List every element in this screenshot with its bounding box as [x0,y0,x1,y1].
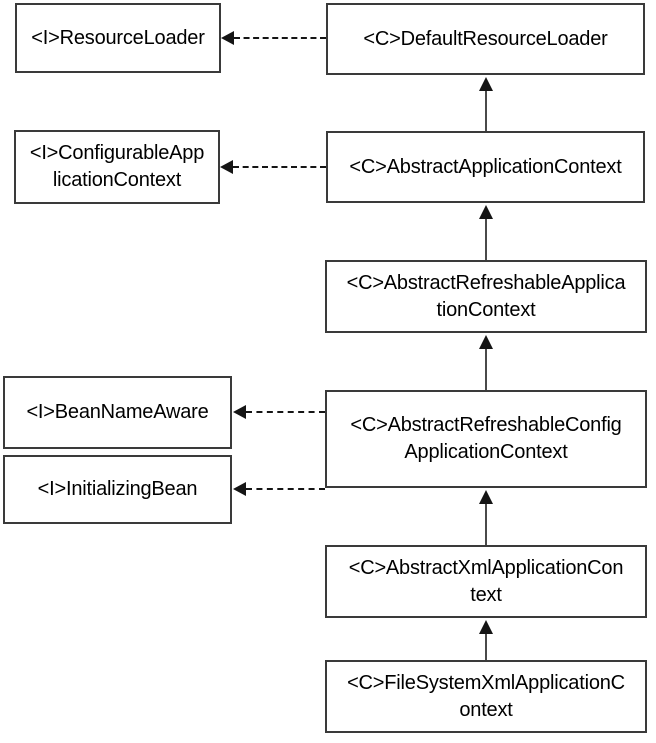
arrow-up-head-icon [479,77,493,91]
arrow-line [485,218,487,260]
arrow-left-head-icon [221,31,234,45]
arrow-up-head-icon [479,620,493,634]
dashed-arrow-line [233,166,326,168]
arrow-up-head-icon [479,205,493,219]
dashed-arrow-line [246,411,325,413]
class-node-bean-name-aware: <I>BeanNameAware [3,376,232,449]
class-node-label: <I>ResourceLoader [31,26,205,49]
class-node-abstract-application-context: <C>AbstractApplicationContext [326,131,645,203]
class-node-label: tionContext [436,298,536,321]
dashed-arrow-line [234,37,326,39]
class-node-label: <I>ConfigurableApp [29,142,205,164]
arrow-up-head-icon [479,490,493,504]
arrow-line [485,633,487,660]
class-node-abstract-refreshable-application-context: <C>AbstractRefreshableApplica tionContex… [325,260,647,333]
arrow-left-head-icon [220,160,233,174]
class-node-abstract-xml-application-context: <C>AbstractXmlApplicationCon text [325,545,647,618]
class-node-label: <I>InitializingBean [37,478,198,500]
class-node-label: ApplicationContext [404,441,568,463]
class-node-label: <C>FileSystemXmlApplicationC [347,671,625,694]
class-node-label: <C>AbstractRefreshableApplica [346,271,626,294]
class-node-label: <I>BeanNameAware [26,401,209,423]
class-node-abstract-refreshable-config-application-context: <C>AbstractRefreshableConfig Application… [325,390,647,488]
class-node-label: text [470,583,502,606]
dashed-arrow-line [246,488,325,490]
class-node-label: <C>AbstractXmlApplicationCon [348,556,624,579]
arrow-line [485,348,487,390]
class-node-initializing-bean: <I>InitializingBean [3,455,232,524]
arrow-up-head-icon [479,335,493,349]
class-node-label: ontext [459,698,513,721]
class-node-default-resource-loader: <C>DefaultResourceLoader [326,3,645,75]
class-node-label: <C>DefaultResourceLoader [363,27,608,50]
arrow-line [485,503,487,545]
class-node-configurable-application-context: <I>ConfigurableApp licationContext [14,130,220,204]
class-node-label: licationContext [52,169,182,191]
arrow-left-head-icon [233,482,246,496]
class-node-file-system-xml-application-context: <C>FileSystemXmlApplicationC ontext [325,660,647,733]
class-node-label: <C>AbstractApplicationContext [349,155,622,178]
arrow-left-head-icon [233,405,246,419]
class-node-resource-loader: <I>ResourceLoader [15,3,221,73]
class-node-label: <C>AbstractRefreshableConfig [350,414,622,436]
arrow-line [485,90,487,131]
